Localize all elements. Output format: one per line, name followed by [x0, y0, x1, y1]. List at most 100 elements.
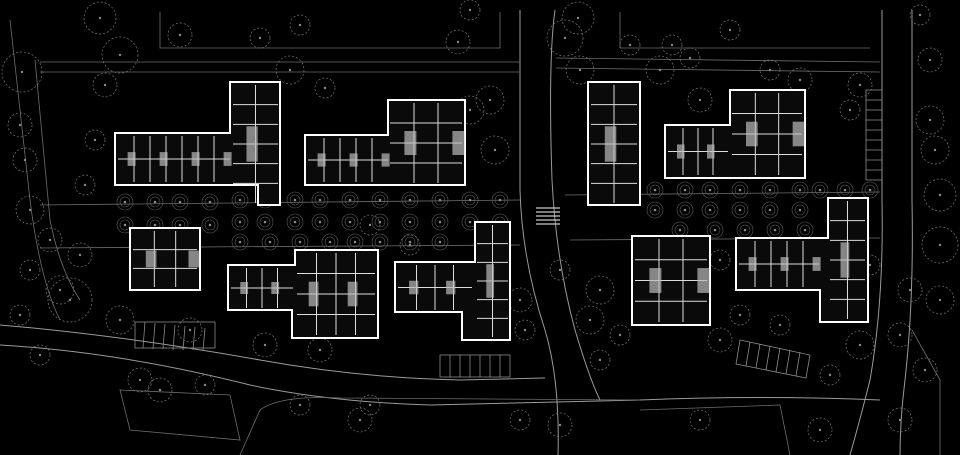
tree [546, 19, 584, 57]
tree [127, 367, 153, 393]
tree [307, 337, 333, 363]
courtyard-tree [646, 181, 664, 199]
tree [455, 95, 485, 125]
courtyard-tree [261, 233, 279, 251]
south-plot-1 [119, 389, 241, 441]
tree [105, 305, 135, 335]
central-street-east-edge [550, 9, 601, 401]
courtyard-tree [836, 181, 854, 199]
buildings [114, 81, 869, 341]
courtyard-tree [791, 201, 809, 219]
tree [921, 226, 959, 264]
tree [719, 19, 741, 41]
tree [689, 409, 711, 431]
tree [925, 285, 955, 315]
tree [920, 135, 950, 165]
west-path-inner [34, 59, 81, 301]
tree [912, 357, 938, 383]
tree [194, 374, 216, 396]
tree [547, 412, 573, 438]
courtyard-tree [701, 201, 719, 219]
tree [845, 330, 875, 360]
tree [29, 344, 51, 366]
tree [12, 147, 38, 173]
tree [83, 1, 117, 35]
courtyard-tree [431, 191, 449, 209]
north-property-line [159, 12, 501, 49]
south-plot-2 [639, 404, 791, 455]
courtyard-tree [171, 193, 189, 211]
tree [897, 277, 923, 303]
courtyard-tree [371, 213, 389, 231]
east-edge-block [911, 329, 941, 455]
tree [147, 377, 173, 403]
north-path-right-2 [555, 67, 881, 73]
courtyard-tree [311, 213, 329, 231]
courtyard-tree [201, 193, 219, 211]
building-sce [394, 221, 511, 341]
courtyard-tree [431, 213, 449, 231]
courtyard-tree [146, 193, 164, 211]
courtyard-tree [286, 213, 304, 231]
courtyard-tree [231, 233, 249, 251]
courtyard-tree [461, 191, 479, 209]
tree [729, 304, 751, 326]
tree [507, 287, 533, 313]
tree [249, 27, 271, 49]
courtyard-tree [371, 191, 389, 209]
tree [37, 227, 63, 253]
south-road-south-edge [0, 344, 881, 406]
tree [917, 47, 943, 73]
tree [847, 72, 873, 98]
tree [923, 178, 957, 212]
courtyard-tree [706, 221, 724, 239]
pedestrian-crossing [536, 207, 560, 225]
tree [915, 105, 945, 135]
courtyard-tree [321, 233, 339, 251]
tree [549, 259, 571, 281]
tree [807, 417, 833, 443]
tree [359, 214, 381, 236]
courtyard-path-left-2 [39, 244, 521, 249]
courtyard-tree [676, 201, 694, 219]
courtyard-tree [796, 221, 814, 239]
tree [679, 47, 701, 69]
tree [514, 319, 536, 341]
courtyard-tree [401, 213, 419, 231]
tree [859, 254, 881, 276]
tree [289, 394, 311, 416]
tree [769, 314, 791, 336]
tree [92, 72, 118, 98]
courtyard-tree [761, 201, 779, 219]
courtyard-tree [346, 233, 364, 251]
tree [19, 259, 41, 281]
courtyard-tree-rows [116, 181, 879, 251]
tree [687, 87, 713, 113]
tree [74, 174, 96, 196]
courtyard-tree [766, 221, 784, 239]
tree [585, 275, 615, 305]
tree [707, 327, 733, 353]
east-street-east-edge [899, 10, 913, 455]
courtyard-tree [791, 181, 809, 199]
tree [289, 14, 311, 36]
courtyard-tree [401, 191, 419, 209]
tree [887, 407, 913, 433]
tree [839, 99, 861, 121]
building-se [735, 197, 869, 323]
tree [819, 364, 841, 386]
courtyard-tree [286, 191, 304, 209]
tree [275, 55, 305, 85]
courtyard-tree [761, 181, 779, 199]
central-street-west-edge [519, 10, 559, 455]
tree [459, 0, 481, 21]
courtyard-tree [311, 191, 329, 209]
tree [15, 195, 45, 225]
tree [589, 349, 611, 371]
tree [909, 4, 931, 26]
tree [561, 1, 595, 35]
tree [347, 407, 373, 433]
courtyard-tree [646, 201, 664, 219]
tree [177, 317, 203, 343]
